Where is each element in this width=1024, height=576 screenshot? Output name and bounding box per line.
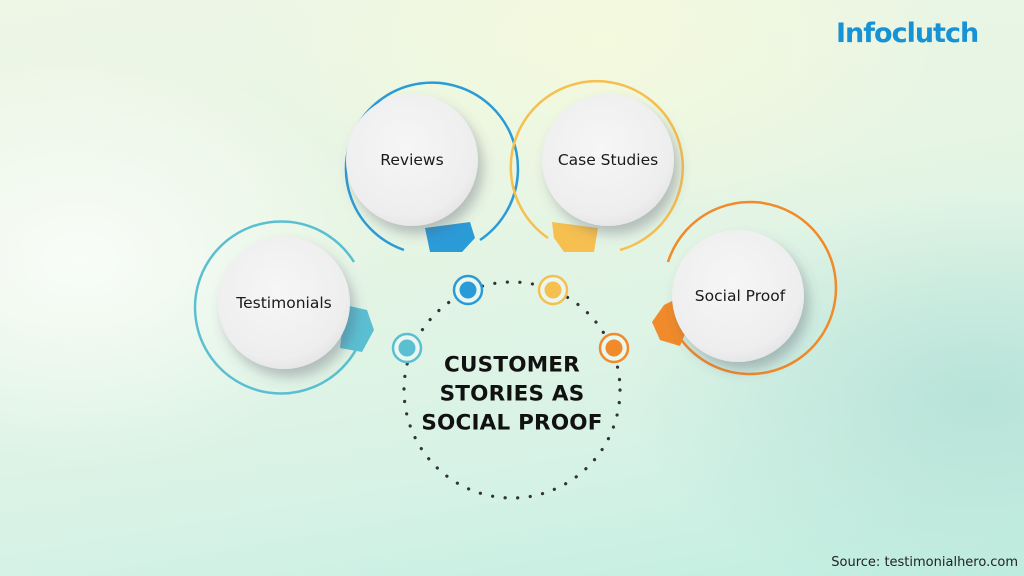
node-testimonials bbox=[193, 220, 374, 395]
title-line-2: STORIES AS bbox=[439, 381, 585, 407]
center-title: CUSTOMER STORIES AS SOCIAL PROOF bbox=[421, 351, 602, 438]
target-dot-case-studies bbox=[537, 274, 569, 306]
source-caption: Source: testimonialhero.com bbox=[831, 555, 1018, 570]
node-label-case-studies: Case Studies bbox=[557, 151, 659, 169]
node-case-studies bbox=[509, 79, 685, 252]
target-dot-testimonials bbox=[391, 332, 423, 364]
title-line-3: SOCIAL PROOF bbox=[421, 410, 603, 436]
target-dot-reviews bbox=[452, 274, 484, 306]
node-social-proof bbox=[652, 200, 838, 376]
dotted-ring bbox=[402, 280, 622, 500]
node-label-testimonials: Testimonials bbox=[236, 294, 332, 312]
target-dot-social-proof bbox=[598, 332, 630, 364]
node-reviews bbox=[344, 81, 520, 252]
node-label-social-proof: Social Proof bbox=[694, 287, 786, 305]
title-line-1: CUSTOMER bbox=[444, 352, 580, 378]
infoclutch-logo: Infoclutch bbox=[836, 18, 979, 49]
node-label-reviews: Reviews bbox=[380, 151, 444, 169]
